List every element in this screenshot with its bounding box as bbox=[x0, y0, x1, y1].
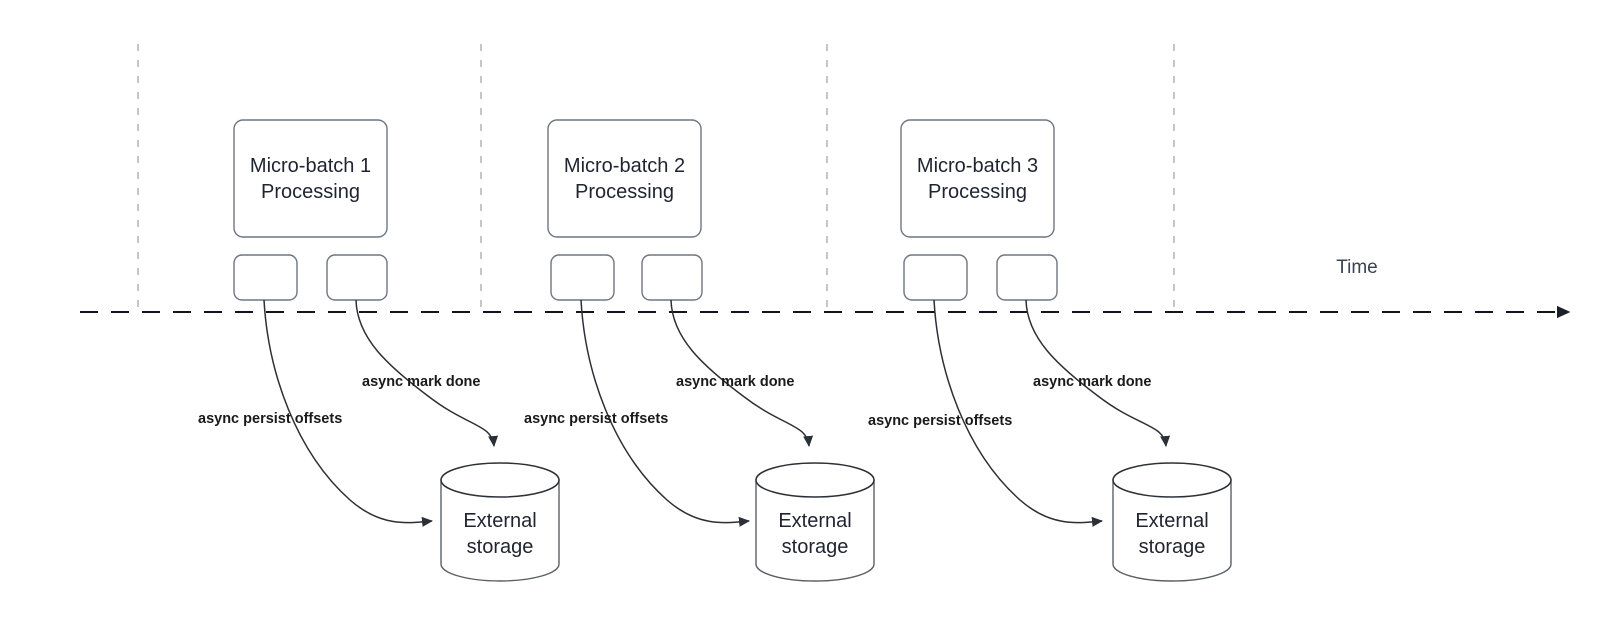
group-2-external-storage-cylinder[interactable] bbox=[755, 462, 875, 582]
micro-batch-group-2: Micro-batch 2 Processing async persist o… bbox=[524, 119, 875, 582]
group-1-persist-offsets-task-box[interactable] bbox=[233, 254, 298, 301]
micro-batch-2-label-line2: Processing bbox=[575, 181, 674, 203]
group-3-external-storage-cylinder[interactable] bbox=[1112, 462, 1232, 582]
group-1-async-mark-done-label: async mark done bbox=[362, 374, 480, 390]
group-1-mark-done-task-box[interactable] bbox=[326, 254, 388, 301]
micro-batch-3-label-line2: Processing bbox=[928, 181, 1027, 203]
group-3-async-persist-offsets-arrow bbox=[933, 299, 1103, 527]
group-2-async-mark-done-label: async mark done bbox=[676, 374, 794, 390]
micro-batch-group-3: Micro-batch 3 Processing async persist o… bbox=[868, 119, 1232, 582]
group-2-mark-done-task-box[interactable] bbox=[641, 254, 703, 301]
group-3-async-mark-done-label: async mark done bbox=[1033, 374, 1151, 390]
group-2-async-persist-offsets-arrow bbox=[580, 299, 750, 527]
group-3-external-storage-label-line1: External bbox=[1135, 510, 1208, 532]
group-2-external-storage-label-line1: External bbox=[778, 510, 851, 532]
micro-batch-1-processing-box[interactable] bbox=[233, 119, 388, 238]
group-3-external-storage-label-line2: storage bbox=[1139, 536, 1206, 558]
micro-batch-2-label-line1: Micro-batch 2 bbox=[564, 155, 685, 177]
group-2-async-persist-offsets-label: async persist offsets bbox=[524, 411, 668, 427]
group-3-async-persist-offsets-label: async persist offsets bbox=[868, 413, 1012, 429]
micro-batch-3-label-line1: Micro-batch 3 bbox=[917, 155, 1038, 177]
micro-batch-1-label-line2: Processing bbox=[261, 181, 360, 203]
group-3-async-mark-done-arrow bbox=[1025, 299, 1171, 447]
micro-batch-3-processing-box[interactable] bbox=[900, 119, 1055, 238]
group-1-async-mark-done-arrow bbox=[355, 299, 499, 447]
group-3-mark-done-task-box[interactable] bbox=[996, 254, 1058, 301]
group-2-persist-offsets-task-box[interactable] bbox=[550, 254, 615, 301]
micro-batch-1-label-line1: Micro-batch 1 bbox=[250, 155, 371, 177]
group-1-external-storage-label-line1: External bbox=[463, 510, 536, 532]
group-1-external-storage-cylinder[interactable] bbox=[440, 462, 560, 582]
group-3-persist-offsets-task-box[interactable] bbox=[903, 254, 968, 301]
group-1-async-persist-offsets-arrow bbox=[263, 299, 433, 527]
time-axis-label: Time bbox=[1336, 257, 1378, 278]
micro-batch-2-processing-box[interactable] bbox=[547, 119, 702, 238]
group-1-async-persist-offsets-label: async persist offsets bbox=[198, 411, 342, 427]
micro-batch-group-1: Micro-batch 1 Processing async persist o… bbox=[198, 119, 560, 582]
group-2-async-mark-done-arrow bbox=[670, 299, 814, 447]
group-2-external-storage-label-line2: storage bbox=[782, 536, 849, 558]
batch-boundaries bbox=[137, 44, 1175, 316]
group-1-external-storage-label-line2: storage bbox=[467, 536, 534, 558]
